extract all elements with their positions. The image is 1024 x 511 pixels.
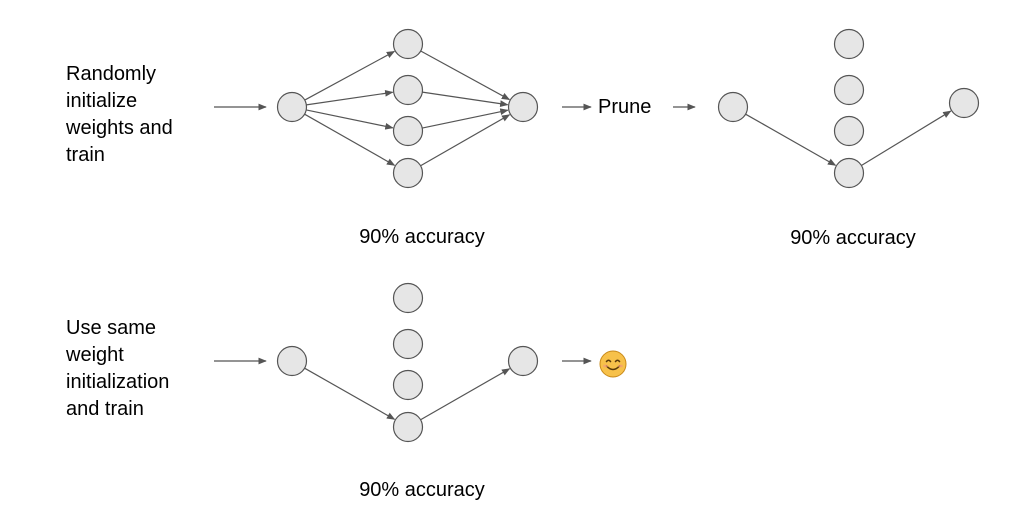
neuron-node [392, 28, 424, 60]
edge-dense [422, 108, 509, 129]
neuron-node [392, 411, 424, 443]
neuron-node [833, 74, 865, 106]
accuracy-label-pruned: 90% accuracy [790, 227, 916, 249]
neuron-node [833, 115, 865, 147]
step1-line: initialize [66, 90, 138, 112]
neuron-node [392, 282, 424, 314]
accuracy-label-dense: 90% accuracy [359, 226, 485, 248]
step1-line: train [66, 144, 105, 166]
neuron-node [276, 345, 308, 377]
edge-dense [306, 90, 394, 106]
edge-pruned [861, 110, 952, 166]
neuron-node [833, 157, 865, 189]
edge-pruned [745, 113, 837, 166]
step1-line: weights and [66, 117, 173, 139]
accuracy-label-retrained: 90% accuracy [359, 479, 485, 501]
step2-label: Use same weight initialization and train [66, 315, 169, 423]
step2-line: initialization [66, 371, 170, 393]
neuron-node [392, 328, 424, 360]
neuron-node [833, 28, 865, 60]
edge-dense [304, 50, 396, 101]
edge-retrained [420, 368, 511, 421]
step1-label: Randomly initialize weights and train [66, 61, 173, 169]
neuron-node [392, 115, 424, 147]
step2-line: weight [66, 344, 124, 366]
edge-dense [420, 50, 511, 101]
neuron-node [392, 74, 424, 106]
prune-label: Prune [598, 96, 652, 118]
edge-dense [420, 114, 511, 167]
neuron-node [507, 91, 539, 123]
edge-dense [306, 109, 394, 130]
neuron-node [717, 91, 749, 123]
edge-retrained [304, 367, 396, 420]
neuron-node [507, 345, 539, 377]
neuron-node [392, 369, 424, 401]
step1-line: Randomly [66, 63, 157, 85]
neuron-node [392, 157, 424, 189]
neuron-node [276, 91, 308, 123]
smiling-face-icon [599, 350, 627, 378]
step2-line: Use same [66, 317, 157, 339]
edge-dense [304, 113, 396, 166]
edge-dense [422, 91, 509, 107]
neuron-node [948, 87, 980, 119]
step2-line: and train [66, 398, 144, 420]
